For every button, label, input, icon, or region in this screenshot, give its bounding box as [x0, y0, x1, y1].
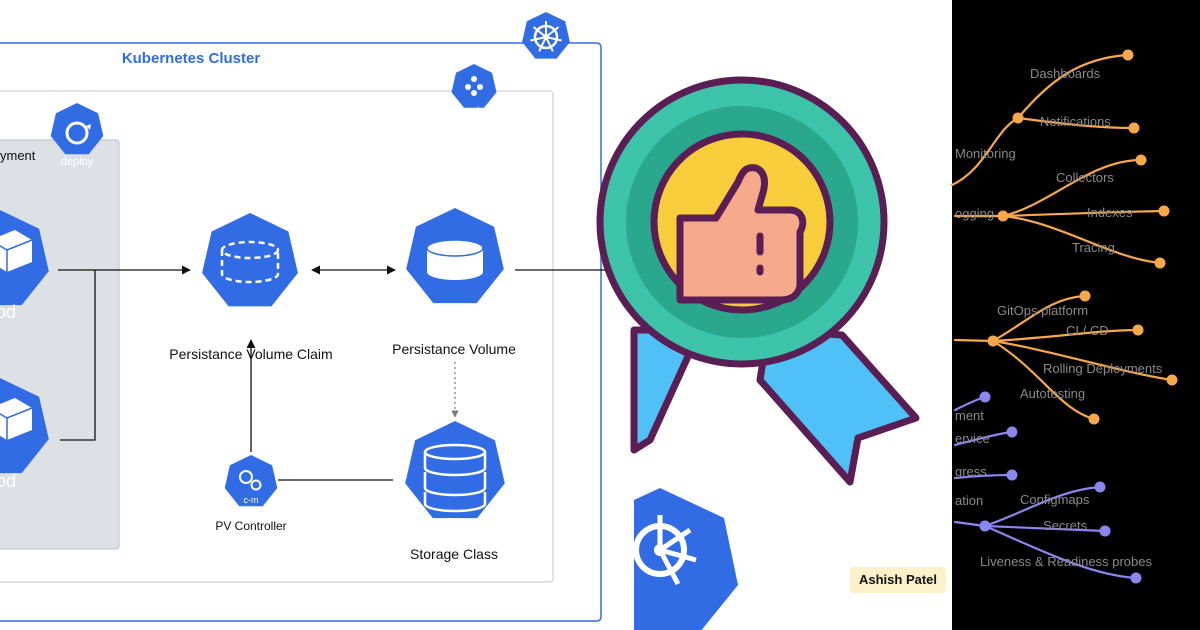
node-icon: node — [451, 64, 497, 115]
mindmap-label: Autotesting — [1020, 386, 1085, 401]
mindmap-label: GitOps platform — [997, 303, 1088, 318]
svg-text:od: od — [0, 302, 16, 322]
mindmap-label: Collectors — [1056, 170, 1114, 185]
author-badge-label: Ashish Patel — [858, 572, 938, 587]
mindmap-label: gress — [955, 464, 987, 479]
devops-mindmap: Dashboards Notifications Monitoring Coll… — [950, 0, 1200, 630]
mindmap-labels: Dashboards Notifications Monitoring Coll… — [955, 66, 1163, 569]
mindmap-label: ogging — [955, 206, 994, 221]
kubernetes-logo-bottom-icon — [633, 488, 738, 630]
deployment-box — [0, 139, 120, 550]
svg-text:pvc: pvc — [234, 303, 265, 325]
mindmap-label: Configmaps — [1020, 492, 1090, 507]
cm-label: PV Controller — [215, 519, 286, 533]
svg-text:pv: pv — [444, 303, 465, 325]
mindmap-label: Notifications — [1040, 114, 1111, 129]
mindmap-label: Liveness & Readiness probes — [980, 554, 1152, 569]
svg-text:c-m: c-m — [244, 495, 259, 505]
kubernetes-logo-icon — [522, 12, 570, 59]
pvc-icon: pvc — [202, 213, 298, 325]
pod-connector — [58, 265, 191, 441]
mindmap-label: ation — [955, 493, 983, 508]
mindmap-label: Monitoring — [955, 146, 1016, 161]
sc-label: Storage Class — [410, 546, 498, 562]
mindmap-label: Indexes — [1087, 205, 1133, 220]
svg-text:sc: sc — [446, 512, 464, 532]
k8s-diagram: Kubernetes Cluster node — [0, 12, 633, 622]
thumbs-up-icon — [676, 164, 807, 304]
sc-icon: sc — [405, 421, 505, 532]
cluster-title: Kubernetes Cluster — [122, 50, 261, 67]
mindmap-label: ment — [955, 408, 984, 423]
pod-icon-bottom: od — [0, 378, 49, 491]
svg-text:deploy: deploy — [61, 156, 94, 168]
mindmap-label: CI / CD — [1066, 323, 1109, 338]
mindmap-links — [950, 53, 1174, 580]
pod-icon-top: od — [0, 210, 49, 322]
mindmap-label: ervice — [955, 431, 990, 446]
deploy-icon: deploy — [50, 103, 104, 168]
ribbon-right — [756, 326, 920, 486]
deployment-label: yment — [0, 148, 36, 163]
mindmap-label: Rolling Deployments — [1043, 361, 1163, 376]
svg-text:od: od — [0, 471, 16, 491]
award-medal-illustration — [596, 0, 952, 630]
svg-text:node: node — [464, 105, 484, 115]
mindmap-label: Secrets — [1043, 518, 1088, 533]
pv-label: Persistance Volume — [392, 341, 516, 357]
mindmap-nodes — [979, 49, 1178, 584]
mindmap-label: Dashboards — [1030, 66, 1101, 81]
controller-manager-icon: c-m — [224, 455, 278, 507]
mindmap-label: Tracing — [1072, 240, 1115, 255]
author-badge — [850, 567, 946, 593]
pv-icon: pv — [406, 208, 504, 325]
